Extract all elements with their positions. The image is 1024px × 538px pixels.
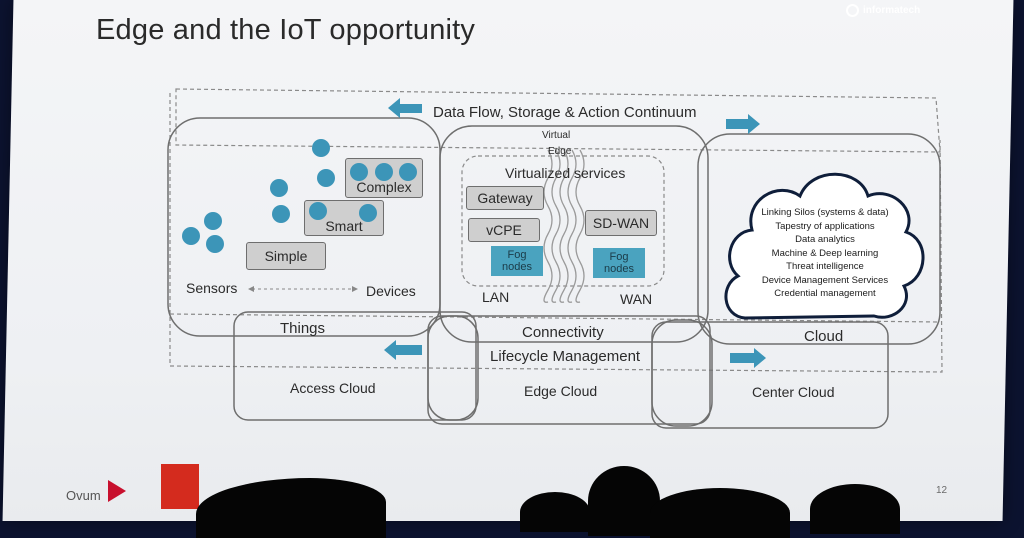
divider-line: [169, 313, 941, 323]
informa-logo: informatech: [846, 4, 920, 17]
cloud-item: Threat intelligence: [786, 261, 864, 272]
virtual-edge-lines: [543, 149, 585, 303]
ovum-logo-icon: [108, 480, 126, 502]
complex-tier-label: Complex: [356, 179, 412, 195]
audience-silhouette: [520, 492, 590, 532]
outer-container: [169, 93, 943, 373]
nodes-word: nodes: [604, 263, 634, 275]
cloud-item: Tapestry of applications: [775, 220, 875, 232]
access-cloud-box: [233, 311, 477, 421]
diagram: [167, 88, 943, 429]
continuum-band: [175, 88, 941, 153]
device-dots: [182, 139, 335, 253]
sensors-label: Sensors: [186, 280, 238, 296]
continuum-label: Data Flow, Storage & Action Continuum: [433, 104, 697, 121]
simple-tier-box: Simple: [246, 242, 326, 270]
cloud-capabilities-list: Linking Silos (systems & data) Tapestry …: [752, 206, 898, 301]
arrow-right-top: [726, 114, 760, 134]
vcpe-label: vCPE: [486, 222, 522, 238]
audience-silhouette: [810, 484, 900, 534]
cloud-item: Linking Silos (systems & data): [761, 207, 889, 218]
slide-title: Edge and the IoT opportunity: [96, 14, 476, 46]
page-number: 12: [936, 485, 948, 496]
arrow-left-bottom: [384, 340, 422, 360]
brand-name: informatech: [863, 5, 921, 16]
audience-silhouette: [650, 488, 790, 538]
tier-dots: [309, 163, 417, 222]
cloud-item: Device Management Services: [761, 274, 889, 286]
devices-label: Devices: [366, 283, 416, 299]
partner-logo: [161, 464, 199, 509]
arrow-right-bottom: [730, 348, 766, 368]
lan-label: LAN: [482, 289, 510, 305]
center-cloud-label: Center Cloud: [752, 384, 835, 400]
edge-label: Edge: [548, 146, 572, 157]
cloud-shape: [724, 172, 925, 320]
wan-label: WAN: [620, 291, 653, 307]
cloud-region: [697, 133, 941, 345]
overlap-oval-right: [651, 319, 713, 427]
virtualized-services-label: Virtualized services: [505, 165, 626, 181]
cloud-label: Cloud: [804, 328, 844, 345]
fog-word: Fog: [609, 251, 629, 263]
things-label: Things: [280, 320, 326, 337]
smart-tier-label: Smart: [325, 218, 363, 234]
cloud-item: Data analytics: [795, 234, 855, 245]
sdwan-box: SD-WAN: [585, 210, 657, 236]
simple-tier-label: Simple: [264, 248, 308, 264]
lifecycle-label: Lifecycle Management: [490, 348, 641, 365]
ovum-logo-text: Ovum: [66, 488, 101, 503]
cloud-item: Credential management: [774, 288, 876, 299]
cloud-item: Machine & Deep learning: [771, 247, 879, 259]
sdwan-label: SD-WAN: [592, 215, 650, 231]
gateway-box: Gateway: [466, 186, 544, 210]
overlap-oval-left: [427, 315, 479, 421]
arrow-left-top: [388, 98, 422, 118]
access-cloud-label: Access Cloud: [290, 380, 376, 396]
connectivity-region: [439, 125, 709, 343]
fog-word: Fog: [507, 249, 527, 261]
informa-logo-icon: [846, 4, 859, 17]
connectivity-label: Connectivity: [522, 324, 604, 341]
gateway-label: Gateway: [477, 190, 533, 206]
edge-cloud-label: Edge Cloud: [524, 383, 598, 399]
sensors-devices-arrow: [248, 286, 358, 292]
nodes-word: nodes: [502, 261, 532, 273]
vcpe-box: vCPE: [468, 218, 540, 242]
virtualized-services-region: [461, 155, 665, 287]
virtual-label: Virtual: [542, 130, 571, 141]
